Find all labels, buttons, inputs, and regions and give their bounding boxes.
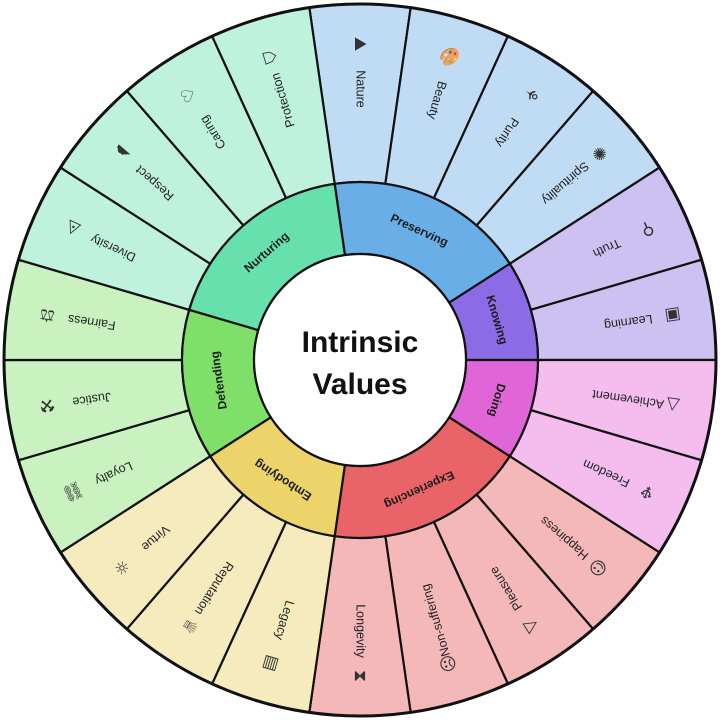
trophy-icon: △: [664, 394, 681, 416]
category-segment-embodying: Embodying: [208, 415, 347, 538]
value-segment-caring: Caring♡: [125, 34, 288, 228]
value-label: Longevity: [354, 604, 368, 658]
title-line-1: Intrinsic: [302, 326, 419, 359]
center-circle: [252, 252, 468, 468]
value-segment-beauty: Beauty🎨: [384, 6, 510, 200]
value-segment-protection: Protection⛉: [210, 6, 336, 200]
center-hub: Intrinsic Values: [252, 252, 468, 468]
category-segment-experiencing: Experiencing: [333, 415, 512, 540]
scales-icon: ⚖: [38, 304, 56, 326]
gavel-icon: ⚒: [38, 394, 56, 416]
book-icon: ▣: [663, 304, 682, 326]
category-segment-nurturing: Nurturing: [187, 182, 347, 332]
value-label: Justice: [72, 390, 113, 409]
title-line-2: Values: [312, 368, 407, 401]
value-label: Fairness: [67, 312, 116, 333]
trees-icon: ⛰: [350, 37, 370, 51]
certificate-icon: ▤: [259, 653, 283, 674]
hourglass-icon: ⧗: [350, 670, 370, 682]
value-label: Nature: [354, 70, 368, 108]
value-label: Learning: [603, 312, 653, 333]
shield-icon: ⛉: [260, 48, 283, 66]
torch-icon: ♆: [636, 479, 658, 504]
sad-face-icon: ☹: [437, 652, 461, 675]
